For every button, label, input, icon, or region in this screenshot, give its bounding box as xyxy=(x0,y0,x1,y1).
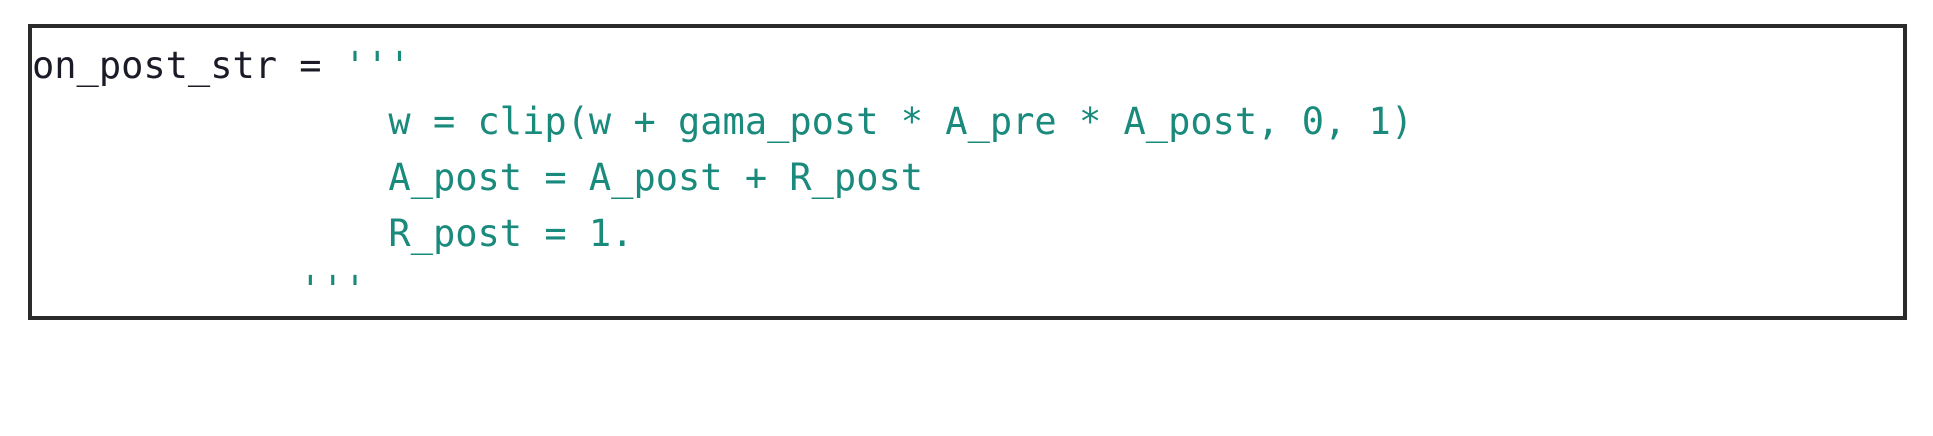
code-line: on_post_str = ''' xyxy=(32,38,1903,94)
code-line: A_post = A_post + R_post xyxy=(32,150,1903,206)
code-token-string: R_post = 1. xyxy=(32,212,634,255)
code-token-string: w = clip(w + gama_post * A_pre * A_post,… xyxy=(32,100,1414,143)
code-line: w = clip(w + gama_post * A_pre * A_post,… xyxy=(32,94,1903,150)
code-line: R_post = 1. xyxy=(32,206,1903,262)
code-token-string: A_post = A_post + R_post xyxy=(32,156,924,199)
code-token-string: ''' xyxy=(32,268,367,311)
code-line-list: on_post_str = ''' w = clip(w + gama_post… xyxy=(32,38,1903,316)
code-token-string: ''' xyxy=(343,44,411,87)
code-block[interactable]: on_post_str = ''' w = clip(w + gama_post… xyxy=(28,24,1907,320)
code-line: ''' xyxy=(32,262,1903,316)
code-token-plain: on_post_str = xyxy=(32,44,344,87)
